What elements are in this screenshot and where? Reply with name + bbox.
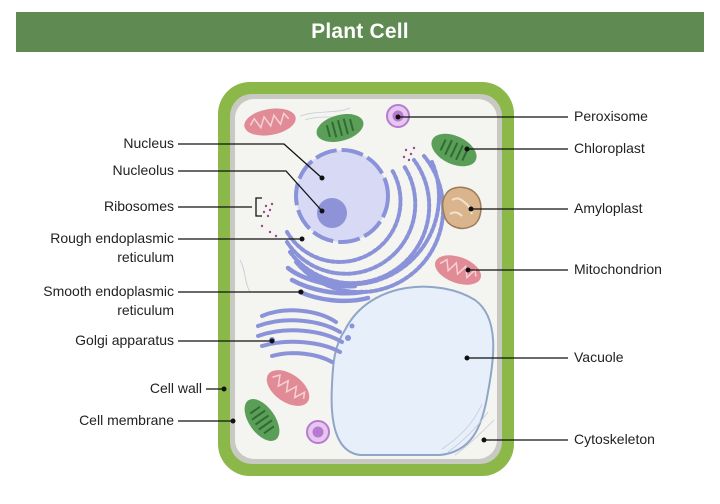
leader-dots — [221, 114, 487, 443]
label-smooth-er-line2: reticulum — [117, 302, 174, 318]
nucleus-shape — [294, 148, 390, 244]
label-nucleolus: Nucleolus — [112, 162, 174, 178]
label-golgi: Golgi apparatus — [75, 332, 174, 348]
amyloplast-shape — [441, 186, 482, 230]
label-amyloplast: Amyloplast — [574, 200, 643, 216]
leader-nucleus — [178, 143, 323, 179]
label-nucleus: Nucleus — [123, 135, 174, 151]
chloroplast-shape — [316, 113, 364, 143]
mitochondrion-shape — [244, 108, 296, 136]
label-ribosomes: Ribosomes — [103, 198, 174, 214]
label-smooth-er: Smooth endoplasmic reticulum — [43, 282, 174, 320]
leader-nucleolus — [178, 170, 323, 212]
label-rough-er-line1: Rough endoplasmic — [50, 230, 174, 246]
smooth-er-shape — [285, 265, 371, 304]
title-banner: Plant Cell — [16, 12, 704, 52]
label-smooth-er-line1: Smooth endoplasmic — [43, 283, 174, 299]
label-peroxisome: Peroxisome — [574, 108, 648, 124]
chloroplast-shape-3 — [244, 398, 280, 442]
label-cell-wall: Cell wall — [149, 380, 202, 396]
mitochondrion-shape-2 — [435, 255, 481, 285]
cytoskeleton-fibers — [239, 107, 495, 456]
label-vacuole: Vacuole — [574, 349, 624, 365]
leader-lines — [178, 116, 568, 441]
mitochondrion-shape-3 — [266, 370, 310, 406]
peroxisome-shape-2 — [306, 420, 330, 444]
label-rough-er-line2: reticulum — [117, 249, 174, 265]
golgi-shape — [256, 308, 344, 364]
chloroplast-shape-2 — [431, 133, 477, 167]
vacuole-shape — [330, 285, 495, 456]
label-cell-membrane: Cell membrane — [79, 412, 174, 428]
label-chloroplast: Chloroplast — [574, 140, 645, 156]
nucleolus-shape — [317, 198, 347, 228]
ribosome-dots — [260, 146, 416, 238]
page-title: Plant Cell — [311, 20, 409, 43]
label-rough-er: Rough endoplasmic reticulum — [50, 229, 174, 267]
label-mitochondrion: Mitochondrion — [574, 261, 662, 277]
leader-ribosomes-bracket — [255, 197, 262, 217]
label-cytoskeleton: Cytoskeleton — [574, 431, 655, 447]
